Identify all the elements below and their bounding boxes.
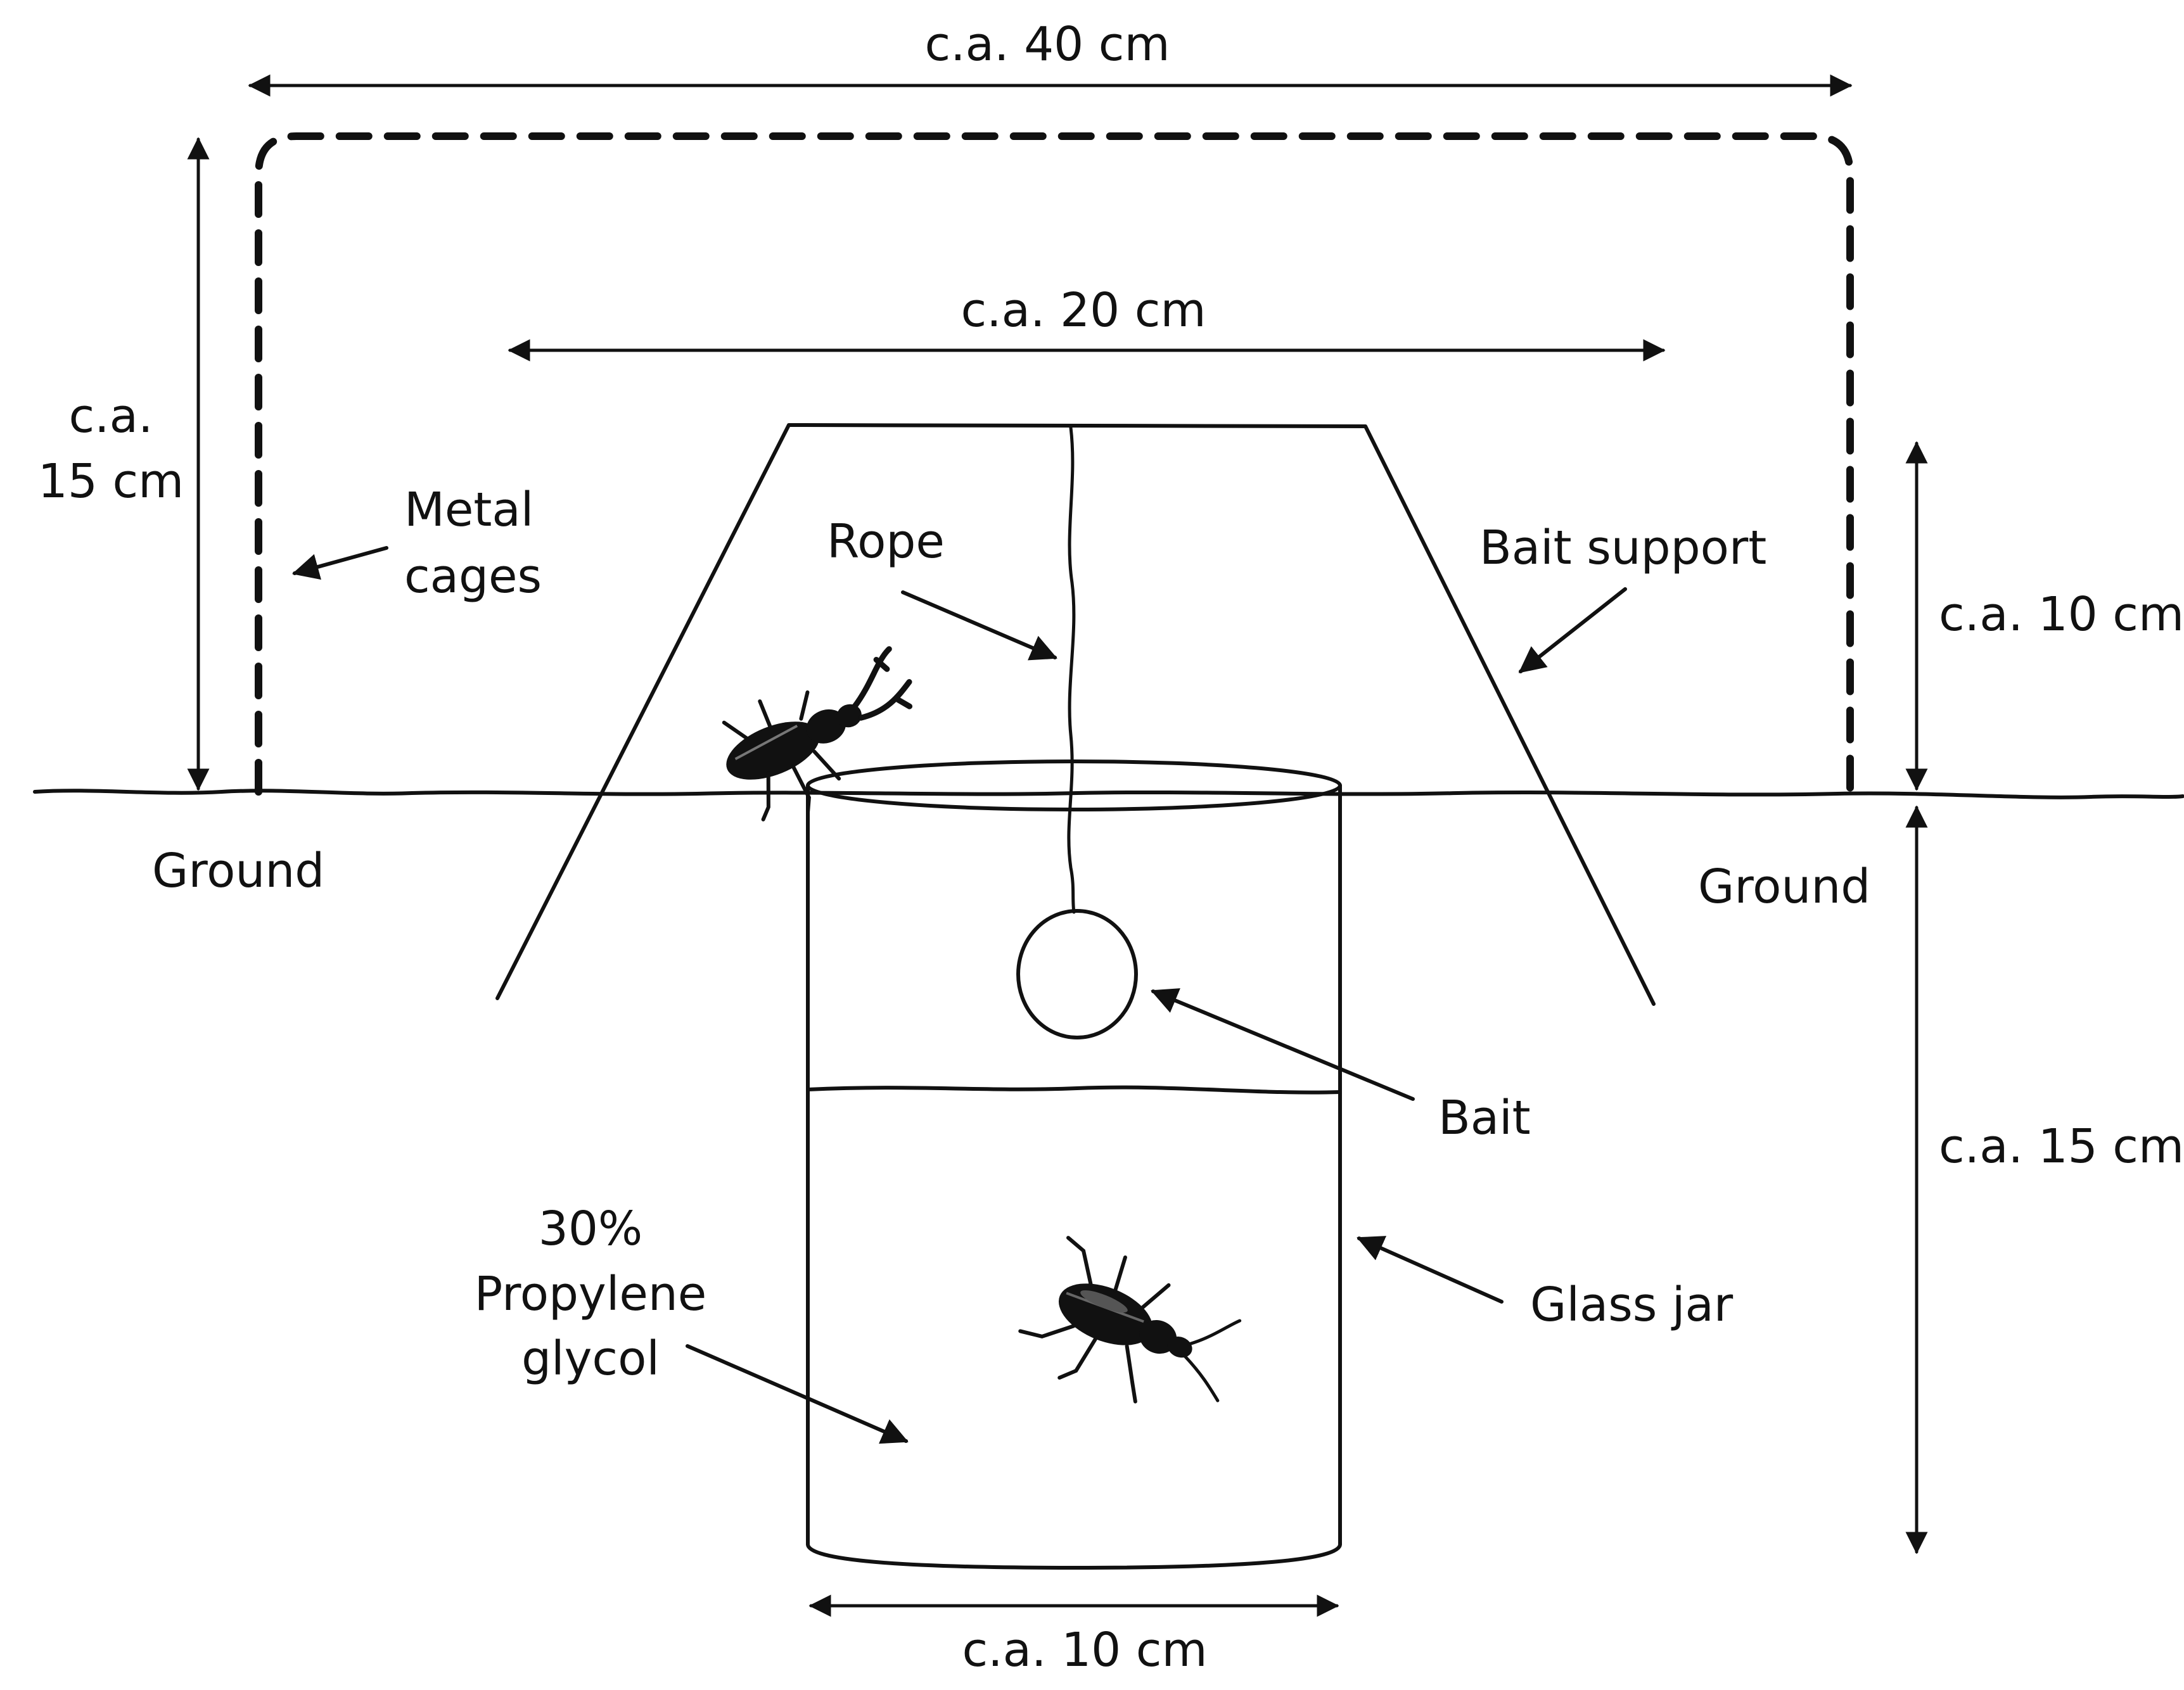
label-bait-support: Bait support <box>1479 521 1766 575</box>
label-glycol-line2: Propylene <box>475 1267 707 1321</box>
label-ground-left: Ground <box>152 844 324 898</box>
label-glycol-line3: glycol <box>521 1331 660 1386</box>
label-width-20cm: c.a. 20 cm <box>961 283 1206 338</box>
stag-beetle-icon <box>722 646 913 822</box>
label-height-10cm: c.a. 10 cm <box>1939 587 2184 642</box>
label-metal-cages-line2: cages <box>404 549 542 604</box>
pointer-glycol <box>686 1344 909 1444</box>
ground-beetle-icon <box>1018 1236 1242 1404</box>
pointer-bait-support <box>1518 587 1627 673</box>
label-bait: Bait <box>1438 1091 1531 1145</box>
label-glass-jar: Glass jar <box>1530 1278 1734 1332</box>
label-width-10cm: c.a. 10 cm <box>962 1623 1207 1677</box>
metal-cage <box>255 132 1854 797</box>
label-glycol-line1: 30% <box>539 1202 642 1256</box>
label-cage-height-line1: c.a. <box>68 389 153 443</box>
pointer-metal-cages <box>291 546 388 580</box>
rope <box>1067 426 1076 914</box>
label-cage-height-line2: 15 cm <box>38 454 184 509</box>
glass-jar <box>806 759 1342 1570</box>
label-rope: Rope <box>827 514 945 569</box>
label-depth-15cm: c.a. 15 cm <box>1939 1119 2184 1174</box>
pointer-rope <box>901 590 1057 661</box>
bait-ball <box>1016 909 1138 1039</box>
jar-rim <box>806 759 1342 811</box>
label-metal-cages-line1: Metal <box>404 483 533 537</box>
label-ground-right: Ground <box>1698 860 1870 914</box>
pointer-glass-jar <box>1357 1236 1504 1304</box>
jar-bottom <box>806 1542 1342 1570</box>
liquid-surface <box>806 1085 1342 1095</box>
ground-line <box>33 789 2184 799</box>
bait-support <box>495 423 1656 1006</box>
pointer-bait <box>1151 988 1415 1101</box>
label-width-40cm: c.a. 40 cm <box>924 17 1170 72</box>
